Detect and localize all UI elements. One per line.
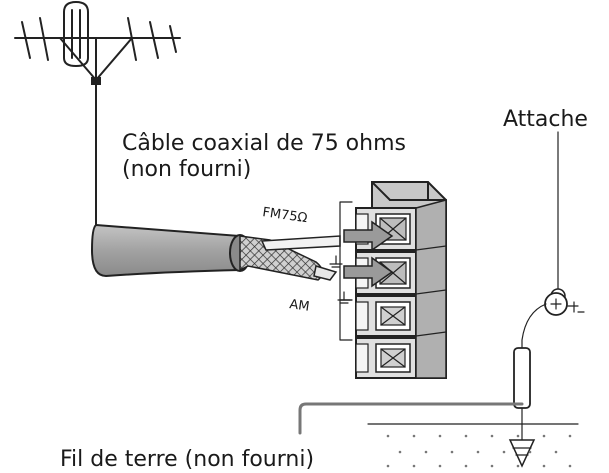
soil-dot	[464, 464, 468, 468]
soil-dot	[490, 464, 494, 468]
soil-dot	[412, 464, 416, 468]
soil-dot	[528, 450, 532, 454]
soil-dot	[412, 434, 416, 438]
soil-dot	[476, 450, 480, 454]
soil-dot	[438, 464, 442, 468]
fm-terminal-label: FM75Ω	[261, 205, 308, 226]
soil-dot	[516, 464, 520, 468]
soil-dot	[568, 464, 572, 468]
coax-cable-label-line1: Câble coaxial de 75 ohms	[122, 131, 406, 156]
soil-dot	[450, 450, 454, 454]
ground-wire	[298, 402, 524, 435]
ground-soil-dots	[386, 434, 572, 468]
am-terminal-label: AM	[288, 297, 310, 315]
attache-label: Attache	[503, 107, 588, 132]
soil-dot	[554, 450, 558, 454]
ground-lead-wire	[521, 303, 547, 351]
soil-dot	[464, 434, 468, 438]
am-terminal-upper	[355, 295, 417, 337]
insert-arrow-fm	[343, 220, 394, 252]
soil-dot	[542, 464, 546, 468]
soil-dot	[386, 464, 390, 468]
ground-rod	[508, 347, 536, 468]
soil-dot	[386, 434, 390, 438]
ground-symbol-am-icon	[337, 291, 351, 304]
am-terminal-lower	[355, 337, 417, 379]
soil-dot	[398, 450, 402, 454]
ground-symbol-icon	[329, 255, 343, 268]
fm-antenna-icon	[14, 1, 181, 85]
soil-dot	[568, 434, 572, 438]
soil-dot	[502, 450, 506, 454]
insert-arrow-ground	[343, 256, 394, 288]
antenna-terminal-block	[355, 181, 447, 379]
soil-dot	[490, 434, 494, 438]
ground-wire-label: Fil de terre (non fourni)	[60, 447, 314, 472]
soil-dot	[516, 434, 520, 438]
ground-attache	[544, 131, 585, 316]
soil-dot	[542, 434, 546, 438]
soil-dot	[424, 450, 428, 454]
fm-terminal-upper	[355, 207, 417, 251]
coaxial-cable	[90, 223, 341, 281]
coax-cable-label-line2: (non fourni)	[122, 157, 251, 182]
soil-dot	[438, 434, 442, 438]
